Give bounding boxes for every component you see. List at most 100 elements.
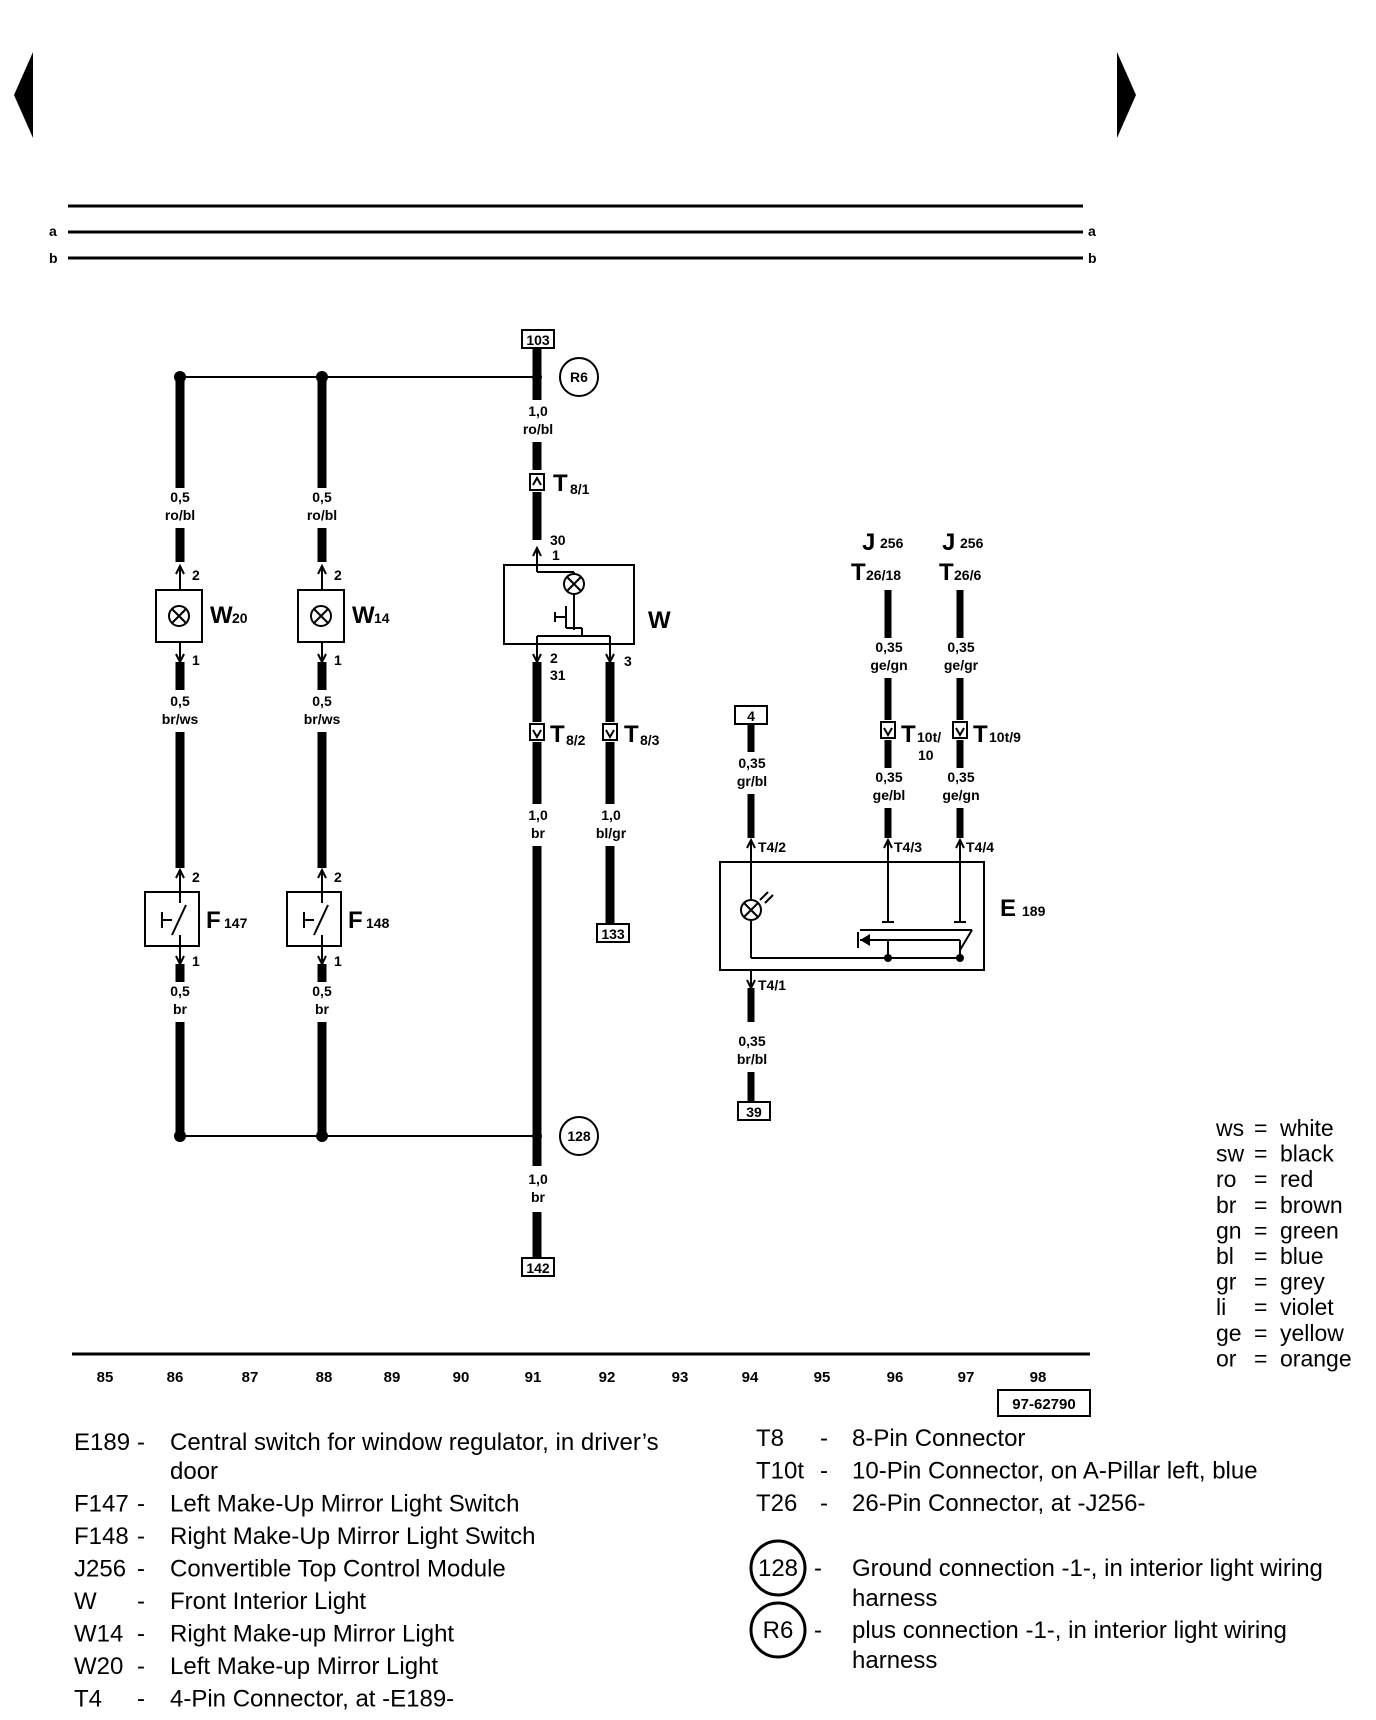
rail-a-label-right: a — [1088, 223, 1096, 239]
t8-1-label-sub: 8/1 — [570, 481, 590, 497]
legend-code: W — [74, 1588, 97, 1615]
legend-description-cont: door — [170, 1458, 218, 1485]
axis-label: 96 — [887, 1369, 904, 1386]
e189-label: E — [1000, 895, 1016, 922]
j256-a-label-sub: 256 — [880, 535, 904, 551]
legend-code: T26 — [756, 1490, 797, 1517]
t10t-10-label-line2: 10 — [918, 747, 934, 763]
f147-label: F — [206, 907, 221, 934]
ground-r6: R6 — [570, 369, 588, 385]
w14-pin-2: 2 — [334, 567, 342, 583]
wire-91-bot-color: br — [531, 1189, 546, 1205]
wire-88-mid-color: br/ws — [304, 711, 341, 727]
color-legend-name: blue — [1280, 1243, 1323, 1269]
t10t-10-label-sub: 10t/ — [917, 729, 941, 745]
color-legend-abbr: ge — [1216, 1320, 1242, 1346]
color-legend-abbr: br — [1216, 1192, 1237, 1218]
e189-label-sub: 189 — [1022, 903, 1046, 919]
wire-97-bot-size: 0,35 — [947, 769, 974, 785]
legend-description: 4-Pin Connector, at -E189- — [170, 1686, 454, 1713]
wire-96-top-color: ge/gn — [870, 657, 907, 673]
legend-ground-circle — [749, 1539, 807, 1597]
w-pin-30: 30 — [550, 532, 566, 548]
legend-grounds: 128-Ground connection -1-, in interior l… — [749, 1539, 1323, 1674]
f147-pin-1: 1 — [192, 953, 200, 969]
color-legend-name: green — [1280, 1217, 1339, 1243]
triangle-right-icon[interactable] — [1117, 52, 1136, 138]
ref-box-142 — [521, 1257, 555, 1277]
legend-description: 10-Pin Connector, on A-Pillar left, blue — [852, 1458, 1258, 1485]
wire-92-size: 1,0 — [601, 807, 621, 823]
legend-sep: - — [137, 1588, 145, 1615]
t8-3-label-sub: 8/3 — [640, 732, 660, 748]
t8-1-connector-icon — [529, 473, 545, 491]
ref-142: 142 — [526, 1260, 550, 1276]
legend-sep: - — [137, 1429, 145, 1456]
axis-label: 91 — [525, 1369, 542, 1386]
legend-ground-circle — [749, 1601, 807, 1659]
color-legend: ws=whitesw=blackro=redbr=browngn=greenbl… — [1215, 1115, 1352, 1371]
junction-88-bot — [316, 1130, 328, 1142]
triangle-left-icon[interactable] — [14, 52, 33, 138]
axis-label: 90 — [453, 1369, 470, 1386]
legend-sep: - — [137, 1686, 145, 1713]
color-legend-name: red — [1280, 1166, 1313, 1192]
legend-code: J256 — [74, 1556, 126, 1583]
wire-97-bot-color: ge/gn — [942, 787, 979, 803]
t4-4-label: T4/4 — [966, 839, 994, 855]
junction-86-bot — [174, 1130, 186, 1142]
t8-1-label: T — [553, 470, 568, 497]
ground-128: 128 — [567, 1128, 591, 1144]
w14-lamp-icon — [310, 605, 332, 627]
wire-88-bot-size: 0,5 — [312, 983, 332, 999]
color-legend-abbr: ro — [1216, 1166, 1236, 1192]
legend-left: E189-Central switch for window regulator… — [74, 1429, 659, 1713]
f147-pin-2: 2 — [192, 869, 200, 885]
color-legend-name: grey — [1280, 1269, 1325, 1295]
axis-label: 88 — [316, 1369, 333, 1386]
wire-86-bot-size: 0,5 — [170, 983, 190, 999]
ref-box-133 — [596, 923, 630, 943]
j256-b-label: J — [942, 529, 955, 556]
color-legend-abbr: gr — [1216, 1269, 1237, 1295]
legend-code: W20 — [74, 1653, 123, 1680]
wire-97-top-size: 0,35 — [947, 639, 974, 655]
t26-6-label: T — [939, 559, 954, 586]
wire-94-bot-color: br/bl — [737, 1051, 767, 1067]
color-legend-abbr: li — [1216, 1294, 1226, 1320]
t10t-9-connector-icon — [952, 721, 968, 739]
wire-88-bot-color: br — [315, 1001, 330, 1017]
wire-96-top-size: 0,35 — [875, 639, 902, 655]
legend-code: T10t — [756, 1458, 804, 1485]
color-legend-abbr: sw — [1216, 1141, 1245, 1167]
legend-code: T4 — [74, 1686, 102, 1713]
wire-86-mid-size: 0,5 — [170, 693, 190, 709]
wire-94-top-color: gr/bl — [737, 773, 767, 789]
color-legend-abbr: ws — [1215, 1115, 1244, 1141]
t26-6-label-sub: 26/6 — [954, 567, 981, 583]
legend-sep: - — [814, 1617, 822, 1644]
legend-sep: - — [814, 1555, 822, 1582]
color-legend-name: yellow — [1280, 1320, 1344, 1346]
color-legend-name: white — [1279, 1115, 1334, 1141]
w20-lamp-icon — [168, 605, 190, 627]
legend-description-cont: harness — [852, 1585, 937, 1612]
t8-2-label-sub: 8/2 — [566, 732, 586, 748]
ref-box-39 — [737, 1101, 771, 1121]
wire-91-mid-color: br — [531, 825, 546, 841]
legend-code: F147 — [74, 1491, 129, 1518]
legend-description: Central switch for window regulator, in … — [170, 1429, 659, 1456]
w14-label: W — [352, 602, 375, 629]
f148-pin-1: 1 — [334, 953, 342, 969]
f147-label-sub: 147 — [224, 915, 248, 931]
legend-sep: - — [137, 1653, 145, 1680]
w20-label-sub: 20 — [232, 610, 248, 626]
t10t-10-connector-icon — [880, 721, 896, 739]
legend-sep: - — [820, 1458, 828, 1485]
color-legend-eq: = — [1254, 1320, 1267, 1346]
t4-3-label: T4/3 — [894, 839, 922, 855]
w20-label: W — [210, 602, 233, 629]
t8-2-label: T — [550, 721, 565, 748]
legend-description: 26-Pin Connector, at -J256- — [852, 1490, 1146, 1517]
